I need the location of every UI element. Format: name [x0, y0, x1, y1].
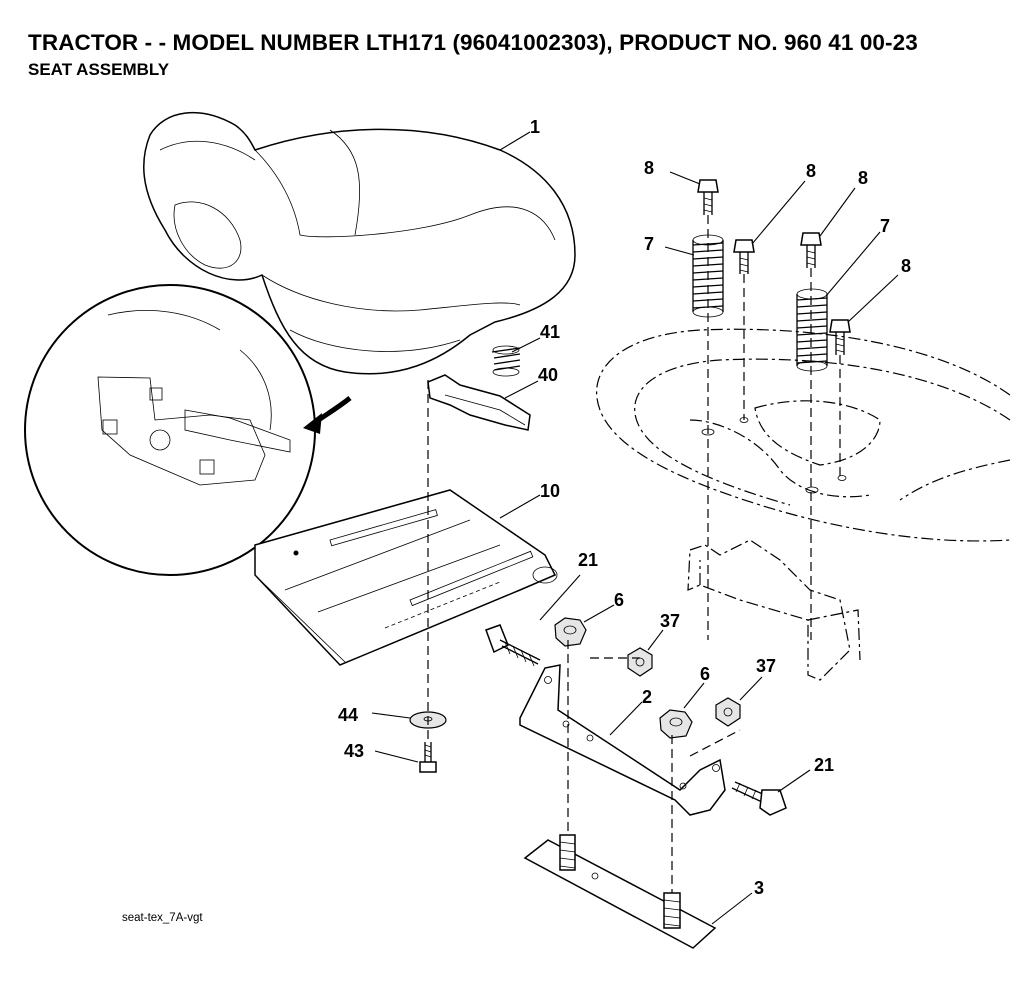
callout-8-d: 8 [901, 256, 911, 276]
bolt-8-c [800, 232, 822, 268]
callout-2: 2 [642, 687, 652, 707]
callout-21-right: 21 [814, 755, 834, 775]
nut-6-lower [659, 709, 693, 739]
callout-41: 41 [540, 322, 560, 342]
callout-37-upper: 37 [660, 611, 680, 631]
callout-3: 3 [754, 878, 764, 898]
plate-3 [523, 834, 717, 949]
diagram-subtitle: SEAT ASSEMBLY [28, 60, 170, 79]
nut-37-upper [627, 647, 653, 677]
bolt-43 [419, 742, 437, 773]
spring-7-right [796, 288, 828, 372]
bolt-21-right [731, 781, 787, 816]
bolt-8-d [829, 319, 851, 355]
nut-37-lower [715, 697, 741, 727]
callout-1: 1 [530, 117, 540, 137]
callout-37-lower: 37 [756, 656, 776, 676]
drawing-code: seat-tex_7A-vgt [122, 912, 203, 924]
callout-6-upper: 6 [614, 590, 624, 610]
callout-21-left: 21 [578, 550, 598, 570]
callout-40: 40 [538, 365, 558, 385]
callout-8-a: 8 [644, 158, 654, 178]
bolt-8-a [697, 179, 719, 215]
callout-7-left: 7 [644, 234, 654, 254]
callout-6-lower: 6 [700, 664, 710, 684]
callout-8-c: 8 [858, 168, 868, 188]
callout-10: 10 [540, 481, 560, 501]
callout-leaders [371, 131, 899, 925]
callout-8-b: 8 [806, 161, 816, 181]
callout-44: 44 [338, 705, 358, 725]
seat-pan-10 [254, 489, 558, 666]
bracket-40 [427, 374, 531, 431]
tractor-frame-outline [596, 328, 1011, 681]
callout-43: 43 [344, 741, 364, 761]
spring-41 [491, 345, 521, 377]
assembly-centerlines [427, 215, 841, 893]
bracket-2 [519, 664, 726, 816]
frame-mount-holes [701, 417, 847, 494]
bolt-8-b [733, 239, 755, 274]
callout-7-right: 7 [880, 216, 890, 236]
seat [143, 112, 576, 375]
diagram-title: TRACTOR - - MODEL NUMBER LTH171 (9604100… [28, 30, 918, 55]
detail-inset-circle [24, 284, 352, 576]
callout-labels: 1 41 40 10 21 6 37 2 6 37 21 44 43 3 8 8… [338, 117, 911, 898]
nut-6-upper [554, 617, 587, 647]
bolt-21-left [485, 624, 541, 667]
